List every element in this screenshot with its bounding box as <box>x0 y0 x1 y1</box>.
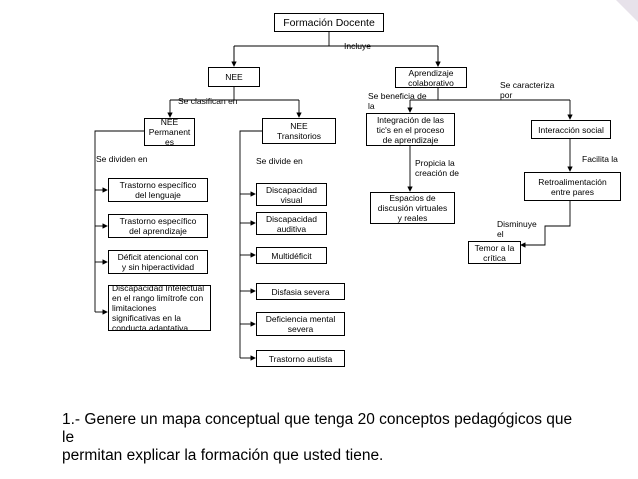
link-se-clasifican-en: Se clasifican en <box>178 96 238 106</box>
concept-trastorno-autista: Trastorno autista <box>256 350 345 367</box>
concept-nee-transitorios: NEE Transitorios <box>262 118 336 144</box>
concept-retroalimentacion: Retroalimentación entre pares <box>524 172 621 201</box>
link-se-beneficia-de: Se beneficia de la <box>368 91 427 111</box>
link-incluye: Incluye <box>344 41 371 51</box>
concept-formacion-docente: Formación Docente <box>274 13 384 32</box>
concept-discapacidad-visual: Discapacidad visual <box>256 183 327 206</box>
concept-integracion-tics: Integración de las tic's en el proceso d… <box>366 113 455 146</box>
concept-interaccion-social: Interacción social <box>531 120 611 139</box>
concept-nee: NEE <box>208 67 260 87</box>
concept-espacios-discusion: Espacios de discusión virtuales y reales <box>370 192 455 224</box>
slide-corner-decoration <box>616 0 638 22</box>
concept-aprendizaje-colaborativo: Aprendizaje colaborativo <box>395 67 467 88</box>
concept-multideficit: Multidéficit <box>256 247 327 264</box>
concept-discapacidad-auditiva: Discapacidad auditiva <box>256 212 327 235</box>
concept-temor-critica: Temor a la crítica <box>468 241 521 264</box>
link-se-divide-en: Se divide en <box>256 156 303 166</box>
concept-trastorno-aprendizaje: Trastorno específico del aprendizaje <box>108 214 208 238</box>
concept-trastorno-lenguaje: Trastorno específico del lenguaje <box>108 178 208 202</box>
link-facilita: Facilita la <box>582 154 618 164</box>
concept-deficit-atencional: Déficit atencional con y sin hiperactivi… <box>108 250 208 274</box>
concept-deficiencia-mental: Deficiencia mental severa <box>256 312 345 336</box>
link-disminuye: Disminuye el <box>497 219 537 239</box>
link-se-dividen-en: Se dividen en <box>96 154 148 164</box>
concept-disfasia-severa: Disfasia severa <box>256 283 345 300</box>
concept-discapacidad-intelectual: Discapacidad Intelectual en el rango lim… <box>108 285 211 331</box>
link-se-caracteriza-por: Se caracteriza por <box>500 80 555 100</box>
concept-nee-permanentes: NEE Permanent es <box>144 118 195 146</box>
task-instruction: 1.- Genere un mapa conceptual que tenga … <box>62 411 573 464</box>
link-propicia: Propicia la creación de <box>415 158 459 178</box>
